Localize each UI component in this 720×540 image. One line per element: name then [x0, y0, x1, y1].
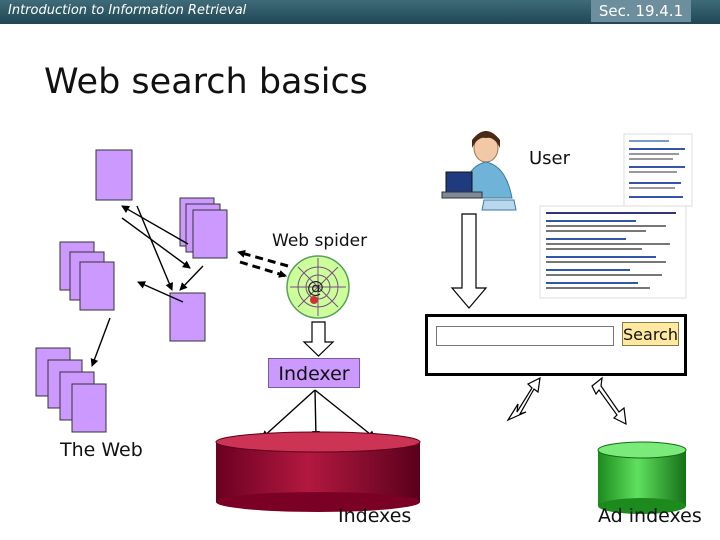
- web-page-stack-bottom: [35, 347, 107, 433]
- user-to-search-arrow: [450, 213, 488, 309]
- web-page-single-mid: [169, 292, 206, 342]
- page-title: Web search basics: [44, 62, 368, 102]
- results-page-thumbnail: [539, 205, 687, 299]
- indexer-to-indexes-arrows: [261, 389, 376, 439]
- spider-crawl-arrows: [237, 250, 289, 278]
- user-figure-icon: [441, 131, 517, 211]
- indexes-label: Indexes: [338, 505, 412, 527]
- web-page-single-top: [95, 149, 133, 201]
- indexes-cylinders: [215, 431, 421, 512]
- web-page-stack-left: [59, 241, 115, 311]
- web-page-stack-top: [179, 197, 228, 259]
- svg-text:@: @: [307, 278, 324, 298]
- search-button[interactable]: Search: [622, 322, 679, 346]
- ad-indexes-cylinder: [597, 441, 687, 514]
- search-input[interactable]: [436, 326, 614, 346]
- spider-web-icon: @: [286, 255, 350, 319]
- the-web-label: The Web: [60, 439, 143, 461]
- search-index-query-arrows: [506, 376, 627, 426]
- spider-to-indexer-arrow: [302, 321, 335, 357]
- indexer-box: Indexer: [268, 358, 360, 388]
- course-title: Introduction to Information Retrieval: [8, 3, 247, 18]
- user-label: User: [529, 148, 571, 169]
- web-link-arrows: [90, 205, 204, 367]
- section-badge: Sec. 19.4.1: [591, 0, 691, 22]
- ad-results-thumbnail: [623, 133, 693, 207]
- ad-indexes-label: Ad indexes: [598, 505, 702, 527]
- web-spider-label: Web spider: [272, 231, 368, 251]
